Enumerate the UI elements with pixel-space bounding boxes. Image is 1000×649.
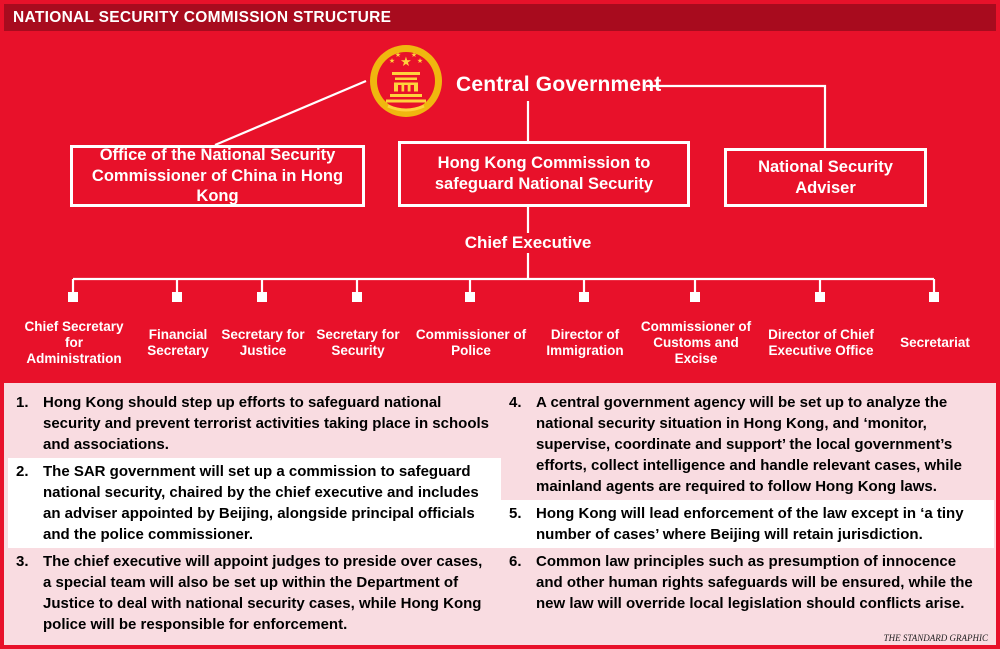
note-number: 4. [509,394,522,411]
subordinate-label-secretariat: Secretariat [900,335,970,351]
note-text: Hong Kong will lead enforcement of the l… [536,505,964,543]
subordinate-label-chief-secretary: Chief Secretary for Administration [24,319,124,366]
svg-text:★: ★ [411,51,417,59]
svg-text:★: ★ [395,51,401,59]
chief-executive-label: Chief Executive [458,233,598,253]
note-text: The chief executive will appoint judges … [43,553,483,633]
subordinate-label-secretary-security: Secretary for Security [316,327,400,358]
credit-label: THE STANDARD GRAPHIC [883,633,988,643]
note-item-2: 2. The SAR government will set up a comm… [8,458,501,548]
china-national-emblem-icon: ★ ★ ★ ★ ★ [370,45,442,117]
note-number: 1. [16,394,29,411]
note-text: Common law principles such as presumptio… [536,553,973,612]
subordinate-label-secretary-justice: Secretary for Justice [221,327,305,358]
note-text: A central government agency will be set … [536,394,962,495]
notes-column-right: 4. A central government agency will be s… [501,389,994,643]
central-government-label: Central Government [456,73,662,96]
svg-text:★: ★ [400,54,412,69]
note-item-4: 4. A central government agency will be s… [501,389,994,500]
svg-text:★: ★ [417,57,423,65]
notes-section: 1. Hong Kong should step up efforts to s… [4,383,996,645]
subordinate-label-financial-secretary: Financial Secretary [147,327,209,358]
subordinate-label-director-immigration: Director of Immigration [546,327,624,358]
title-bar: NATIONAL SECURITY COMMISSION STRUCTURE [4,4,996,31]
note-item-6: 6. Common law principles such as presump… [501,548,994,617]
note-item-1: 1. Hong Kong should step up efforts to s… [8,389,501,458]
note-number: 3. [16,553,29,570]
subordinate-label-commissioner-police: Commissioner of Police [415,327,527,358]
org-connector-lines [68,79,939,302]
note-text: The SAR government will set up a commiss… [43,463,479,543]
note-item-5: 5. Hong Kong will lead enforcement of th… [501,500,994,548]
org-box-office-national-security-commissioner: Office of the National Security Commissi… [70,145,365,207]
note-text: Hong Kong should step up efforts to safe… [43,394,489,453]
note-item-3: 3. The chief executive will appoint judg… [8,548,501,638]
notes-column-left: 1. Hong Kong should step up efforts to s… [8,389,501,643]
org-chart: ★ ★ ★ ★ ★ Central Government Office of t… [4,31,996,383]
svg-text:★: ★ [389,57,395,65]
page-title: NATIONAL SECURITY COMMISSION STRUCTURE [13,8,392,26]
note-number: 6. [509,553,522,570]
org-box-national-security-adviser: National Security Adviser [724,148,927,207]
subordinate-label-commissioner-customs: Commissioner of Customs and Excise [640,319,752,366]
subordinate-label-director-ce-office: Director of Chief Executive Office [768,327,874,358]
org-box-hk-commission: Hong Kong Commission to safeguard Nation… [398,141,690,207]
note-number: 2. [16,463,29,480]
note-number: 5. [509,505,522,522]
